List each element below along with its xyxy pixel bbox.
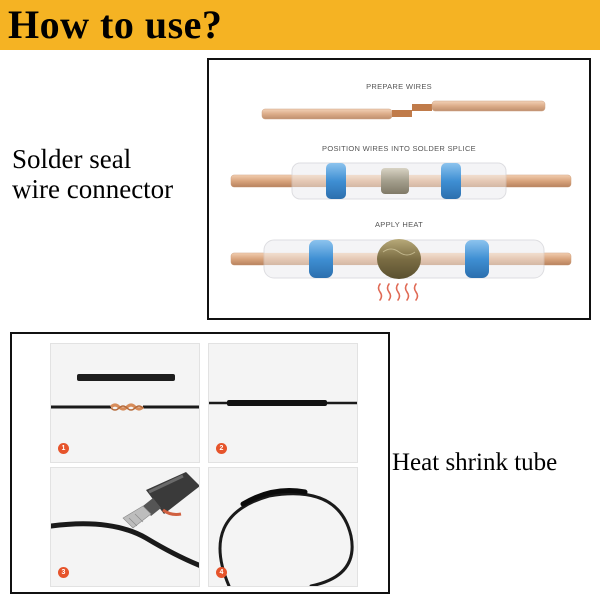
finished-wire-loop (218, 492, 354, 586)
shrink-tube-wire (51, 521, 199, 568)
heat-gun-icon (122, 472, 199, 529)
solder-seal-label: Solder seal wire connector (12, 144, 212, 204)
step-caption-heat: APPLY HEAT (374, 220, 424, 229)
solder-seal-illustration (230, 100, 572, 301)
step-photo-3: 3 (50, 467, 200, 587)
step-number-badge: 2 (216, 443, 227, 454)
step-number-badge: 4 (216, 567, 227, 578)
solder-seal-instructions-panel: PREPARE WIRES POSITION WIRES INTO SOLDER… (207, 58, 591, 320)
step-photo-2: 2 (208, 343, 358, 463)
solder-seal-label-line1: Solder seal (12, 144, 132, 174)
shrunk-tube (240, 488, 308, 507)
heat-shrink-label: Heat shrink tube (392, 449, 558, 476)
step-caption-prepare: PREPARE WIRES (366, 82, 432, 91)
twisted-wire-splice (51, 403, 199, 411)
step-number-badge: 1 (58, 443, 69, 454)
wires-in-splice (230, 162, 572, 200)
step-number-badge: 3 (58, 567, 69, 578)
step-photo-1: 1 (50, 343, 200, 463)
step-photo-4: 4 (208, 467, 358, 587)
heated-splice (230, 239, 572, 279)
step-caption-position: POSITION WIRES INTO SOLDER SPLICE (322, 144, 476, 153)
shrink-tube-piece (77, 374, 175, 381)
page-title: How to use? (8, 2, 223, 47)
prepared-wires (261, 100, 546, 120)
solder-seal-label-line2: wire connector (12, 174, 174, 204)
header-banner: How to use? (0, 0, 600, 50)
shrink-tube-over-splice (227, 400, 327, 406)
heat-waves-icon (377, 283, 419, 301)
heat-shrink-instructions-panel: 1 2 3 4 (10, 332, 390, 594)
